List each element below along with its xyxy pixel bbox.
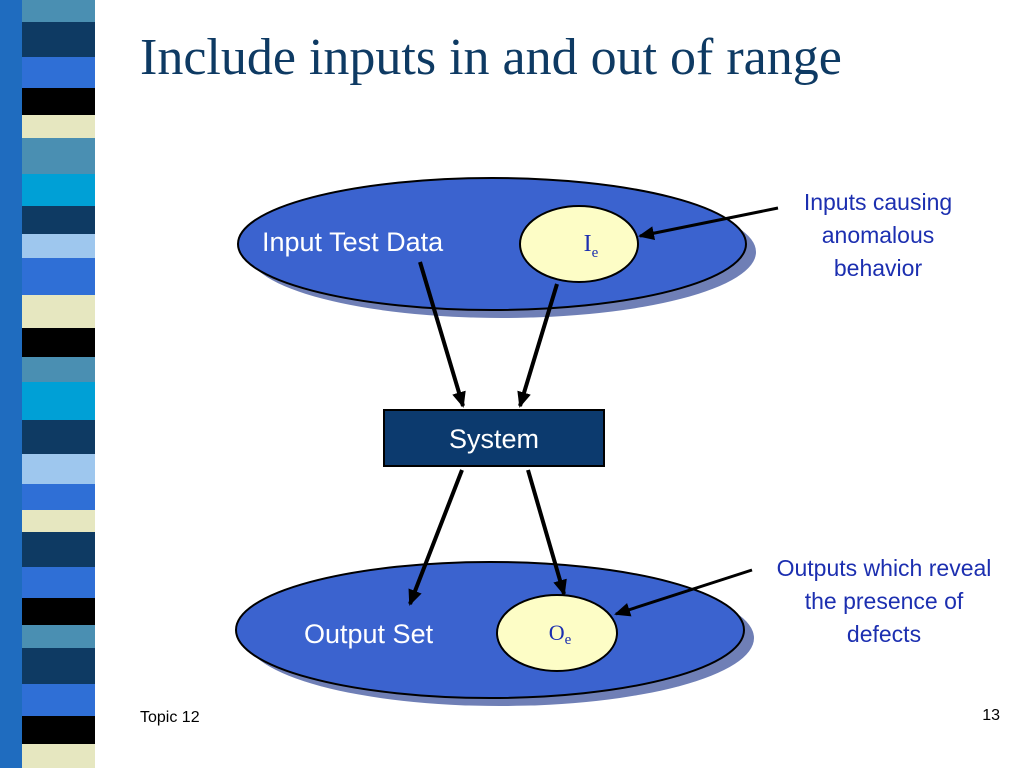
stripe-block bbox=[22, 382, 95, 420]
callout-inputs-causing-anomalous-behavior: Inputs causing anomalous behavior bbox=[760, 186, 996, 285]
stripe-block bbox=[22, 138, 95, 174]
system-box bbox=[383, 409, 605, 467]
callout-arrow-inputs bbox=[638, 206, 779, 241]
stripe-block bbox=[22, 115, 95, 138]
stripe-block bbox=[22, 57, 95, 88]
stripe-block bbox=[22, 234, 95, 258]
stripe-block bbox=[22, 744, 95, 768]
callout-outputs-line-2: the presence of bbox=[804, 588, 964, 614]
output-anomaly-ellipse: Oe bbox=[496, 594, 618, 672]
system-label: System bbox=[449, 424, 539, 454]
callout-arrow-outputs bbox=[614, 568, 753, 617]
callout-inputs-line-3: behavior bbox=[833, 255, 923, 281]
stripe-block bbox=[22, 206, 95, 234]
output-anomaly-symbol: O bbox=[549, 620, 565, 645]
stripe-block bbox=[22, 174, 95, 206]
stripe-block bbox=[22, 716, 95, 744]
input-anomaly-subscript: e bbox=[592, 245, 599, 261]
callout-inputs-line-1: Inputs causing bbox=[803, 189, 953, 215]
stripe-block bbox=[22, 88, 95, 115]
stripe-block bbox=[22, 625, 95, 648]
stripe-block bbox=[22, 357, 95, 382]
input-test-data-label: Input Test Data bbox=[262, 227, 444, 257]
arrow-input-to-system-right bbox=[517, 283, 559, 408]
input-anomaly-symbol: I bbox=[584, 231, 592, 257]
stripe-block bbox=[22, 510, 95, 532]
svg-text:Ie: Ie bbox=[584, 231, 599, 261]
stripe-block bbox=[22, 532, 95, 567]
output-anomaly-subscript: e bbox=[565, 632, 572, 648]
callout-outputs-reveal-defects: Outputs which reveal the presence of def… bbox=[748, 552, 1020, 651]
page-number: 13 bbox=[982, 707, 1000, 724]
stripe-block bbox=[22, 684, 95, 716]
stripe-block bbox=[22, 484, 95, 510]
slide-title: Include inputs in and out of range bbox=[140, 29, 842, 86]
svg-text:Oe: Oe bbox=[549, 620, 572, 648]
stripe-block bbox=[22, 454, 95, 484]
arrow-input-to-system-left bbox=[418, 261, 466, 408]
stripe-block bbox=[22, 22, 95, 57]
input-test-data-ellipse bbox=[237, 177, 756, 318]
stripe-block bbox=[22, 598, 95, 625]
stripe-block bbox=[22, 420, 95, 454]
stripe-block bbox=[22, 0, 95, 22]
stripe-block bbox=[22, 295, 95, 328]
arrow-system-to-output-left bbox=[408, 469, 464, 606]
stripe-block bbox=[22, 648, 95, 684]
output-set-label: Output Set bbox=[304, 619, 434, 649]
stripe-block bbox=[22, 258, 95, 295]
decorative-stripe-bar bbox=[0, 0, 116, 768]
stripe-block bbox=[22, 328, 95, 357]
stripe-block bbox=[22, 567, 95, 598]
callout-outputs-line-3: defects bbox=[846, 621, 922, 647]
callout-inputs-line-2: anomalous bbox=[821, 222, 935, 248]
callout-outputs-line-1: Outputs which reveal bbox=[776, 555, 992, 581]
arrow-system-to-output-right bbox=[526, 469, 567, 596]
footer-topic: Topic 12 bbox=[140, 709, 200, 726]
input-anomaly-ellipse: Ie bbox=[519, 205, 639, 283]
